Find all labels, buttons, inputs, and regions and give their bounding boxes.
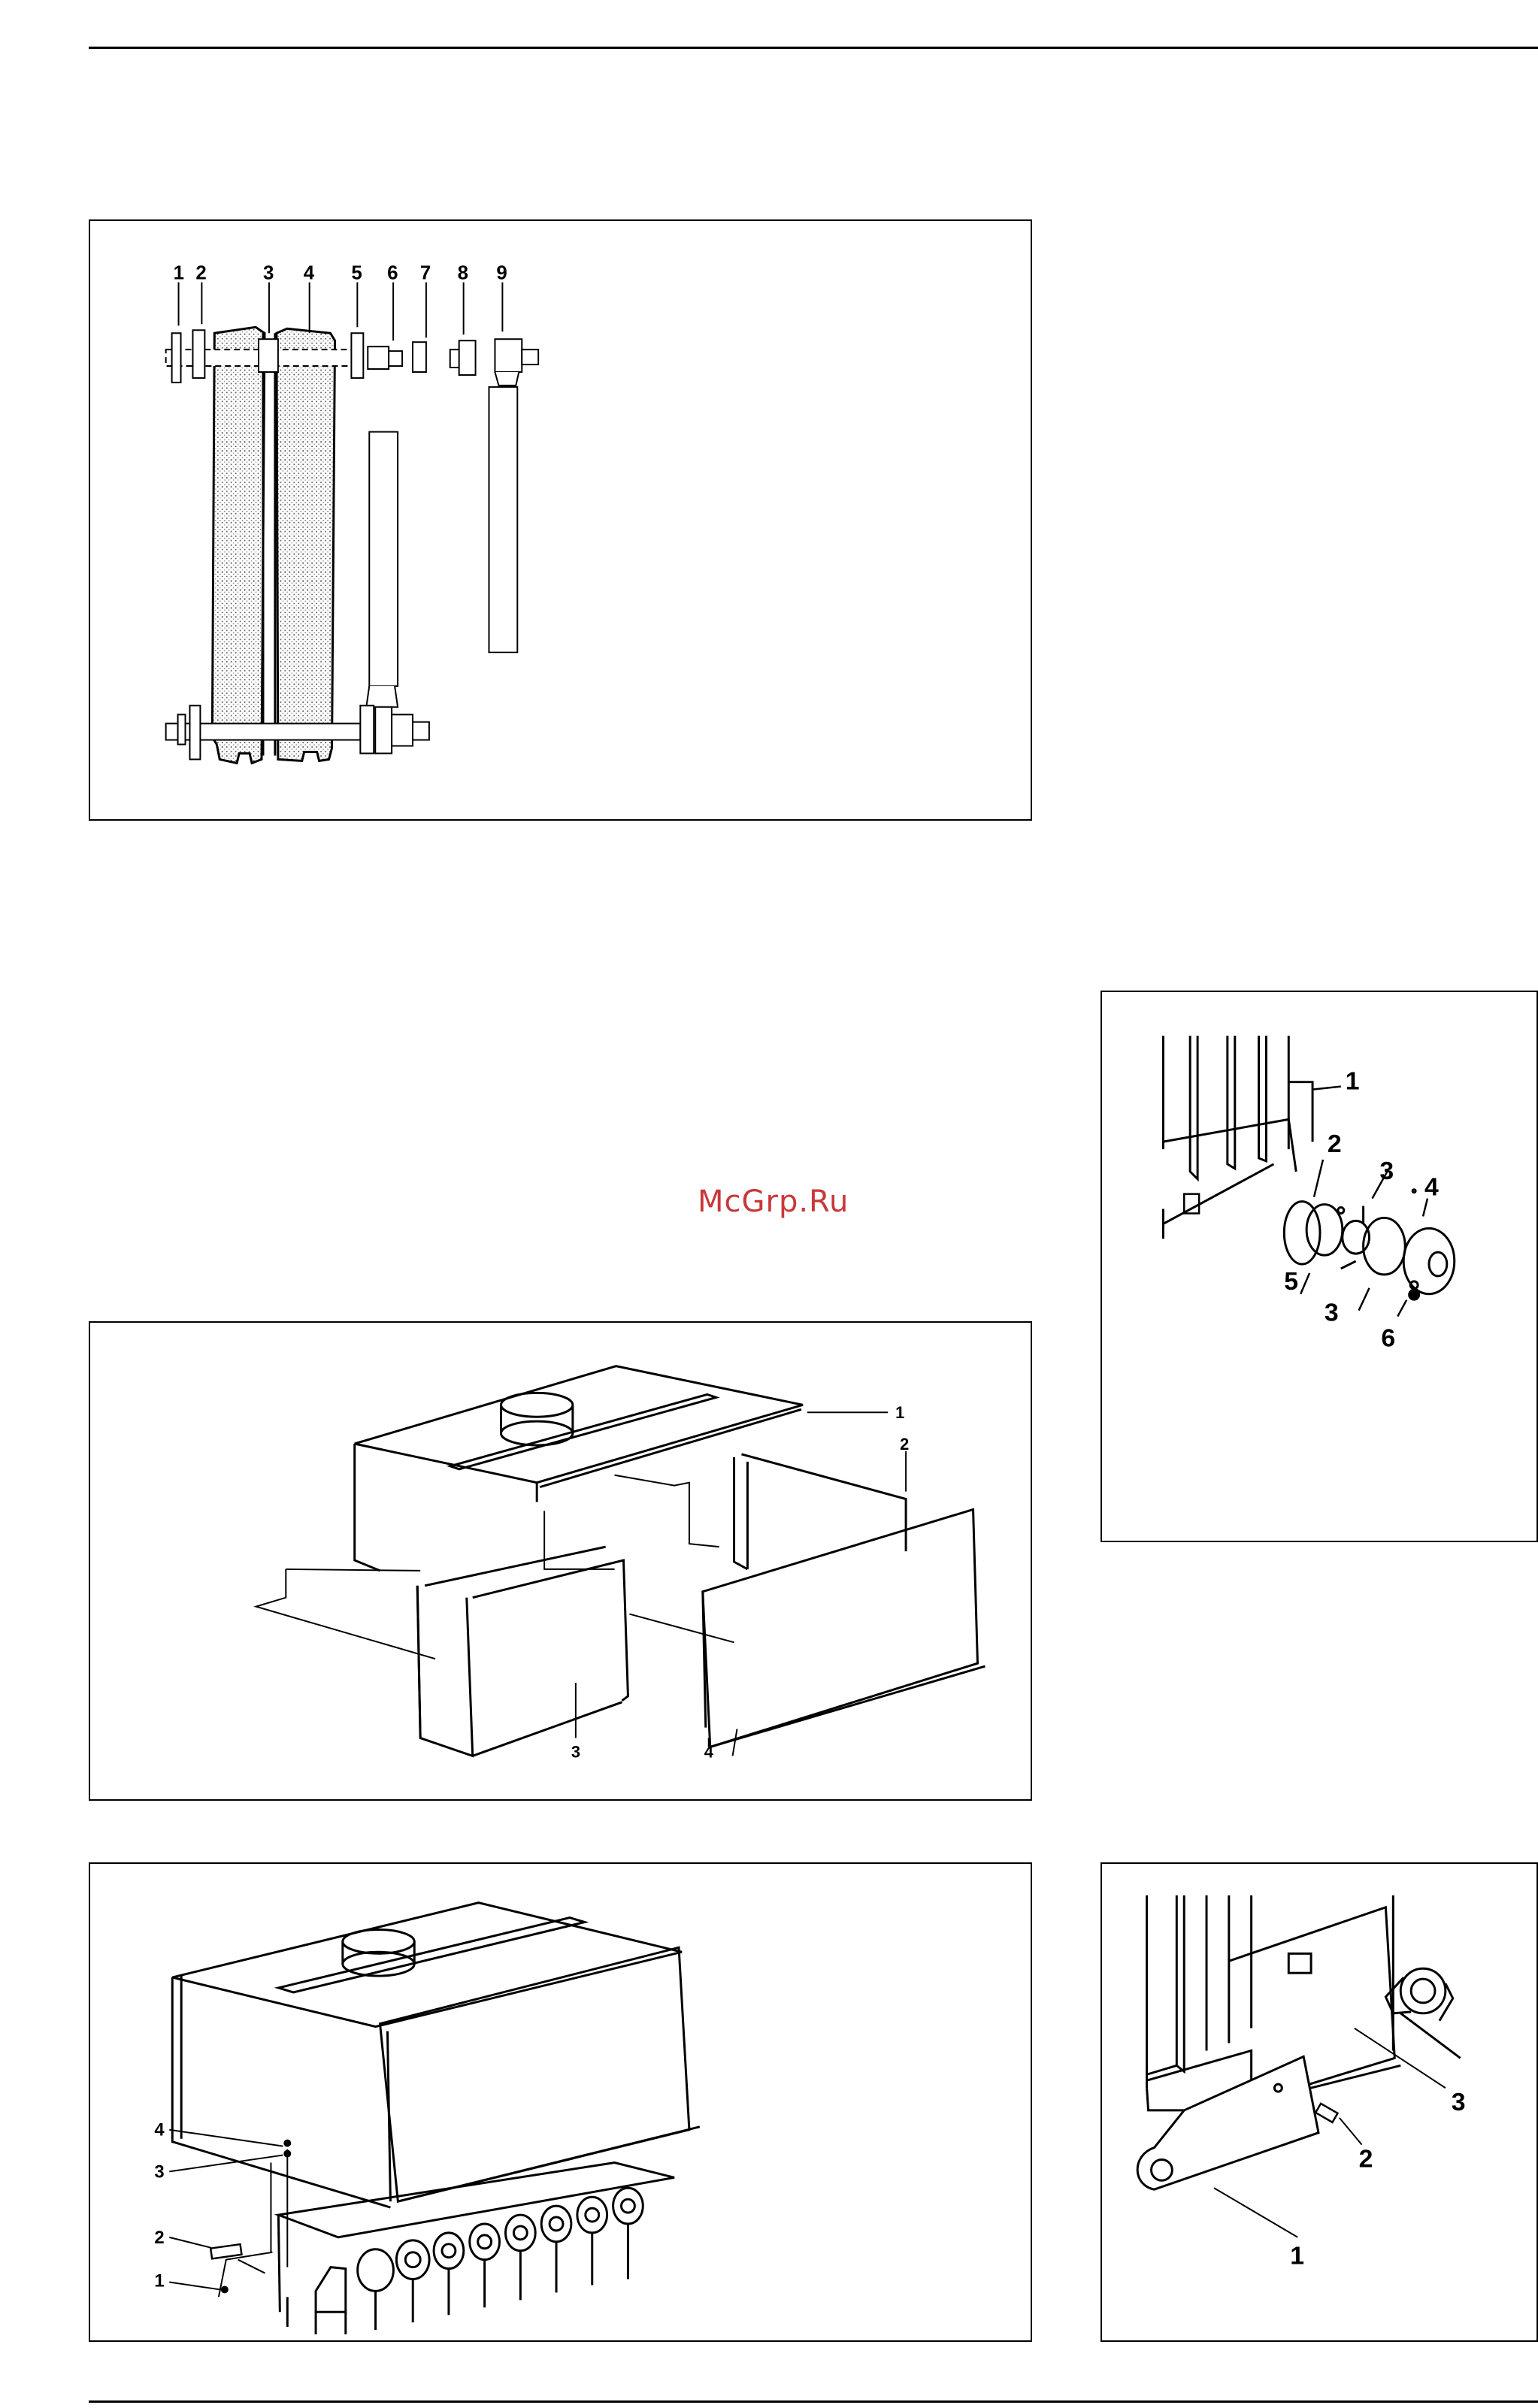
fig3-label: 2 (900, 1435, 909, 1454)
fig1-label: 4 (304, 263, 315, 284)
bottom-rule (89, 2400, 1538, 2403)
fig1-label: 5 (351, 263, 362, 284)
flange-drawing (1163, 1036, 1454, 1294)
figure-casing-assembled: 4 3 2 1 (89, 1862, 1032, 2342)
watermark: McGrp.Ru (698, 1184, 849, 1219)
fig3-label: 1 (895, 1403, 904, 1422)
fig1-label: 3 (263, 263, 274, 284)
top-rule (89, 47, 1538, 49)
fig4-label: 4 (154, 2120, 165, 2140)
bracket-drawing (1137, 1895, 1461, 2189)
radiator-drawing (166, 283, 539, 764)
fig2-label: 1 (1346, 1067, 1360, 1096)
casing-drawing (256, 1366, 985, 1756)
fig2-label: 3 (1325, 1298, 1339, 1327)
fig1-label: 1 (174, 263, 184, 284)
fig5-label: 1 (1290, 2242, 1304, 2270)
fig1-label: 8 (458, 263, 468, 284)
fig4-label: 3 (154, 2161, 164, 2182)
figure-bracket-detail: 3 2 1 (1101, 1862, 1538, 2342)
fig1-label: 9 (496, 263, 507, 284)
figure-radiator-sections: 1 2 3 4 5 6 7 8 9 (89, 219, 1032, 821)
fig2-label: 2 (1328, 1130, 1342, 1158)
fig4-label: 2 (154, 2228, 164, 2248)
fig1-label: 7 (420, 263, 431, 284)
fig1-label: 6 (387, 263, 398, 284)
assembled-drawing (172, 1903, 700, 2334)
fig4-label: 1 (154, 2270, 164, 2291)
fig2-label: 6 (1381, 1323, 1395, 1352)
figure-casing-exploded: 1 2 3 4 (89, 1321, 1032, 1801)
figure-flange-detail: 1 2 3 4 5 3 6 (1101, 991, 1538, 1542)
fig3-label: 3 (571, 1742, 580, 1761)
fig1-label: 2 (195, 263, 206, 284)
fig3-label: 4 (704, 1742, 714, 1761)
fig2-label: 4 (1424, 1173, 1439, 1202)
fig2-label: 3 (1379, 1157, 1394, 1185)
nut-icon (1408, 1289, 1420, 1301)
fig5-label: 3 (1452, 2088, 1466, 2116)
fig2-label: 5 (1284, 1267, 1298, 1296)
fig5-label: 2 (1359, 2144, 1373, 2173)
